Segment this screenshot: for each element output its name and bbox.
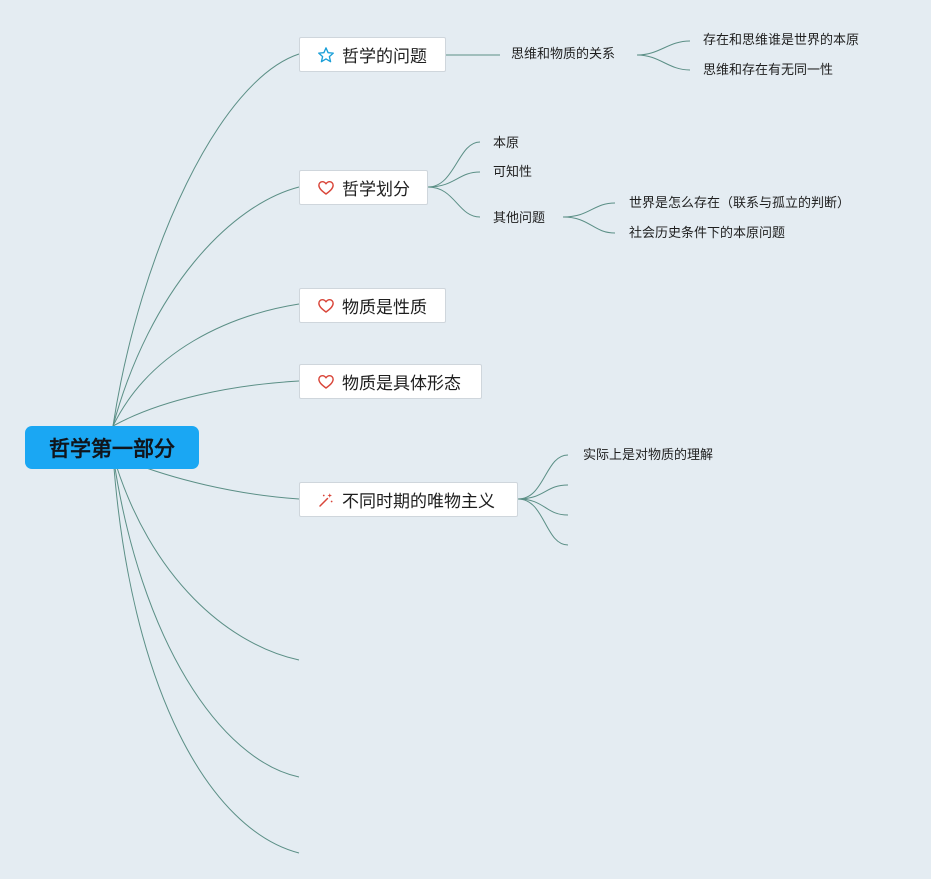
connector: [562, 216, 616, 234]
connector: [112, 380, 300, 427]
root-topic[interactable]: 哲学第一部分: [25, 426, 199, 469]
subtopic-social-history-origin[interactable]: 社会历史条件下的本原问题: [629, 226, 786, 241]
topic-label: 哲学划分: [342, 180, 410, 200]
connector: [636, 40, 691, 56]
connector: [562, 202, 616, 218]
heart-icon: [316, 178, 336, 198]
magic-wand-icon: [316, 490, 336, 510]
connector: [517, 454, 569, 500]
topic-label: 哲学的问题: [342, 47, 427, 67]
subtopic-origin[interactable]: 本原: [493, 136, 520, 151]
subtopic-how-world-exists[interactable]: 世界是怎么存在（联系与孤立的判断）: [629, 196, 851, 211]
connector: [517, 498, 569, 516]
star-icon: [316, 45, 336, 65]
connector: [427, 186, 481, 218]
connector: [112, 454, 300, 778]
topic-philosophy-division[interactable]: 哲学划分: [299, 170, 428, 205]
connector: [112, 454, 300, 661]
connector: [112, 53, 300, 427]
connector: [112, 454, 300, 854]
topic-materialism-periods[interactable]: 不同时期的唯物主义: [299, 482, 518, 517]
subtopic-origin-of-world[interactable]: 存在和思维谁是世界的本原: [703, 33, 860, 48]
connector: [517, 498, 569, 546]
topic-philosophy-questions[interactable]: 哲学的问题: [299, 37, 446, 72]
heart-icon: [316, 296, 336, 316]
subtopic-understanding-matter[interactable]: 实际上是对物质的理解: [583, 448, 714, 463]
connector: [517, 484, 569, 500]
subtopic-thought-matter-relation[interactable]: 思维和物质的关系: [511, 47, 616, 62]
topic-label: 物质是具体形态: [342, 374, 461, 394]
topic-label: 不同时期的唯物主义: [342, 492, 495, 512]
connector: [112, 303, 300, 427]
topic-matter-concrete-form[interactable]: 物质是具体形态: [299, 364, 482, 399]
topic-matter-is-property[interactable]: 物质是性质: [299, 288, 446, 323]
connector: [427, 141, 481, 188]
topic-label: 物质是性质: [342, 298, 427, 318]
subtopic-identity-question[interactable]: 思维和存在有无同一性: [703, 63, 834, 78]
subtopic-other-questions[interactable]: 其他问题: [493, 211, 546, 226]
subtopic-knowability[interactable]: 可知性: [493, 165, 533, 180]
root-topic-label: 哲学第一部分: [49, 436, 175, 461]
heart-icon: [316, 372, 336, 392]
connector: [112, 186, 300, 427]
connector: [427, 171, 481, 188]
connector: [636, 54, 691, 71]
